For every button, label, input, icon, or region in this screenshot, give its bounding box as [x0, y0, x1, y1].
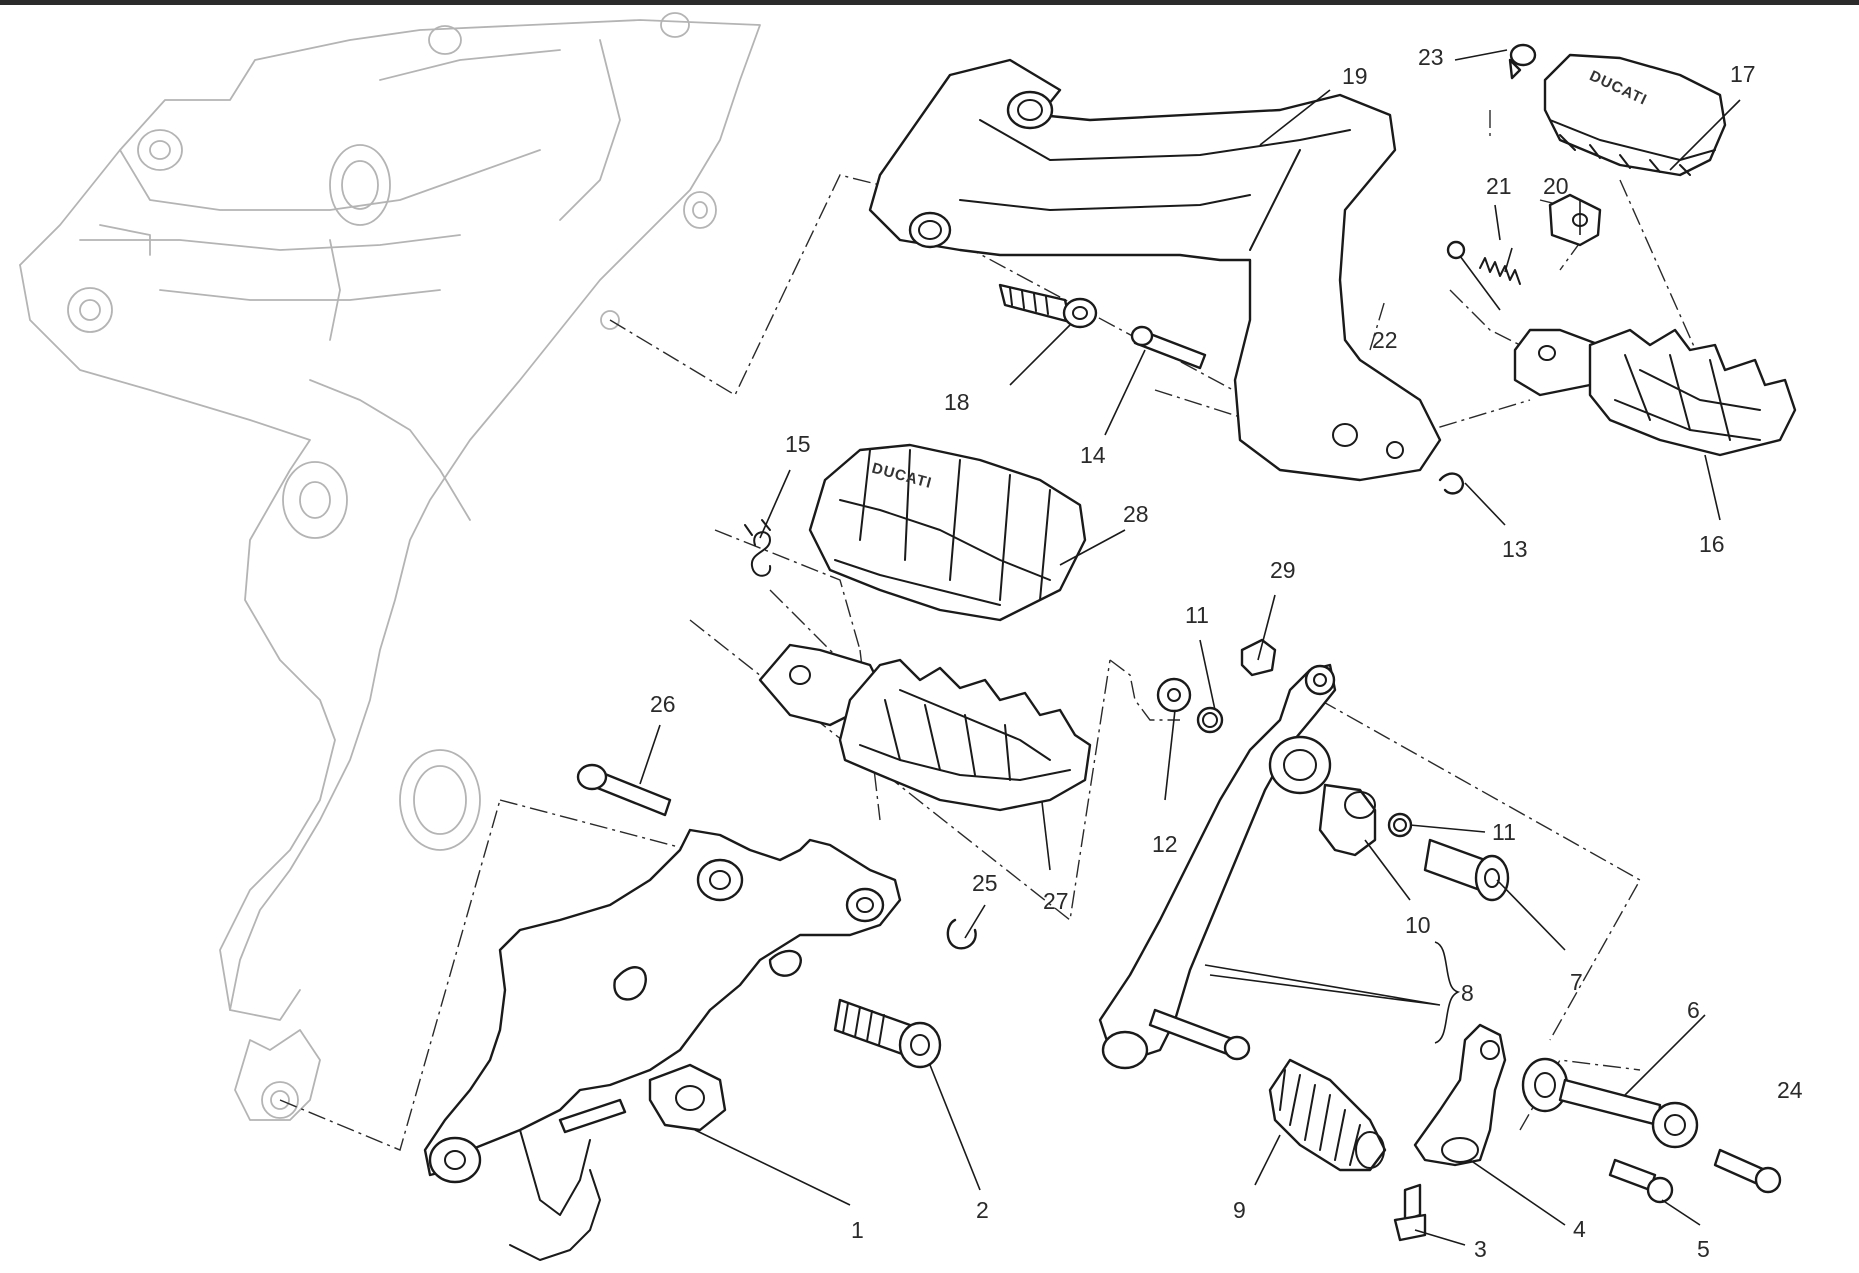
callout-15: 15 — [785, 431, 811, 457]
bolt-3 — [1393, 1183, 1427, 1242]
callout-22: 22 — [1372, 327, 1398, 353]
callout-19: 19 — [1342, 63, 1368, 89]
footpeg-rubber-17: DUCATI — [1543, 53, 1727, 177]
callout-26: 26 — [650, 691, 676, 717]
circlip-13 — [1438, 472, 1465, 495]
callout-23: 23 — [1418, 44, 1444, 70]
callout-9: 9 — [1233, 1197, 1246, 1223]
callout-17: 17 — [1730, 61, 1756, 87]
callout-18: 18 — [944, 389, 970, 415]
link-rod-6 — [1521, 1057, 1699, 1149]
washer-12 — [1156, 677, 1192, 713]
callout-4: 4 — [1573, 1216, 1586, 1242]
spring-21 — [1479, 257, 1521, 285]
callout-24: 24 — [1777, 1077, 1803, 1103]
passenger-footpeg — [1513, 328, 1797, 457]
callout-14: 14 — [1080, 442, 1106, 468]
callout-8: 8 — [1461, 980, 1474, 1006]
leader-lines — [639, 49, 1741, 1246]
callout-27: 27 — [1043, 888, 1069, 914]
callout-7: 7 — [1570, 969, 1583, 995]
callout-16: 16 — [1699, 531, 1725, 557]
bolt-2 — [833, 998, 942, 1069]
frame-outline — [19, 12, 761, 1121]
gear-shift-lever — [1098, 663, 1337, 1070]
pin-14 — [1130, 325, 1207, 370]
callout-numbers: 1 2 3 4 5 6 7 8 9 10 11 11 12 13 14 15 1… — [650, 44, 1803, 1262]
callout-6: 6 — [1687, 997, 1700, 1023]
footpeg-hanger — [423, 828, 902, 1261]
ring-11-a — [1196, 706, 1224, 734]
shift-arm-4 — [1413, 1023, 1507, 1167]
callout-28: 28 — [1123, 501, 1149, 527]
pivot-bolt-7 — [1423, 838, 1510, 902]
callout-3: 3 — [1474, 1236, 1487, 1262]
spring-15 — [744, 519, 772, 577]
screw-23 — [1508, 43, 1537, 80]
ring-11-b — [1387, 812, 1413, 838]
rider-footpeg-bracket — [868, 58, 1442, 482]
footpeg-rubber-28: DUCATI — [808, 443, 1087, 622]
pin-26 — [576, 763, 672, 817]
callout-2: 2 — [976, 1197, 989, 1223]
callout-11-b: 11 — [1492, 819, 1516, 845]
footpeg-27 — [758, 643, 1092, 812]
ball-22 — [1446, 240, 1466, 260]
sleeve-10 — [1318, 783, 1377, 857]
shift-rubber-9 — [1268, 1058, 1387, 1172]
callout-13: 13 — [1502, 536, 1528, 562]
callout-29: 29 — [1270, 557, 1296, 583]
callout-1: 1 — [851, 1217, 864, 1243]
callout-11-a: 11 — [1185, 602, 1209, 628]
callout-20: 20 — [1543, 173, 1569, 199]
plate-20 — [1548, 193, 1602, 247]
callout-10: 10 — [1405, 912, 1431, 938]
callout-25: 25 — [972, 870, 998, 896]
bolt-18 — [998, 283, 1098, 329]
top-border — [0, 0, 1859, 5]
screw-24 — [1713, 1148, 1782, 1194]
circlip-25 — [946, 918, 977, 950]
callout-21: 21 — [1486, 173, 1512, 199]
callout-12: 12 — [1152, 831, 1178, 857]
callout-5: 5 — [1697, 1236, 1710, 1262]
screw-5 — [1608, 1158, 1674, 1204]
